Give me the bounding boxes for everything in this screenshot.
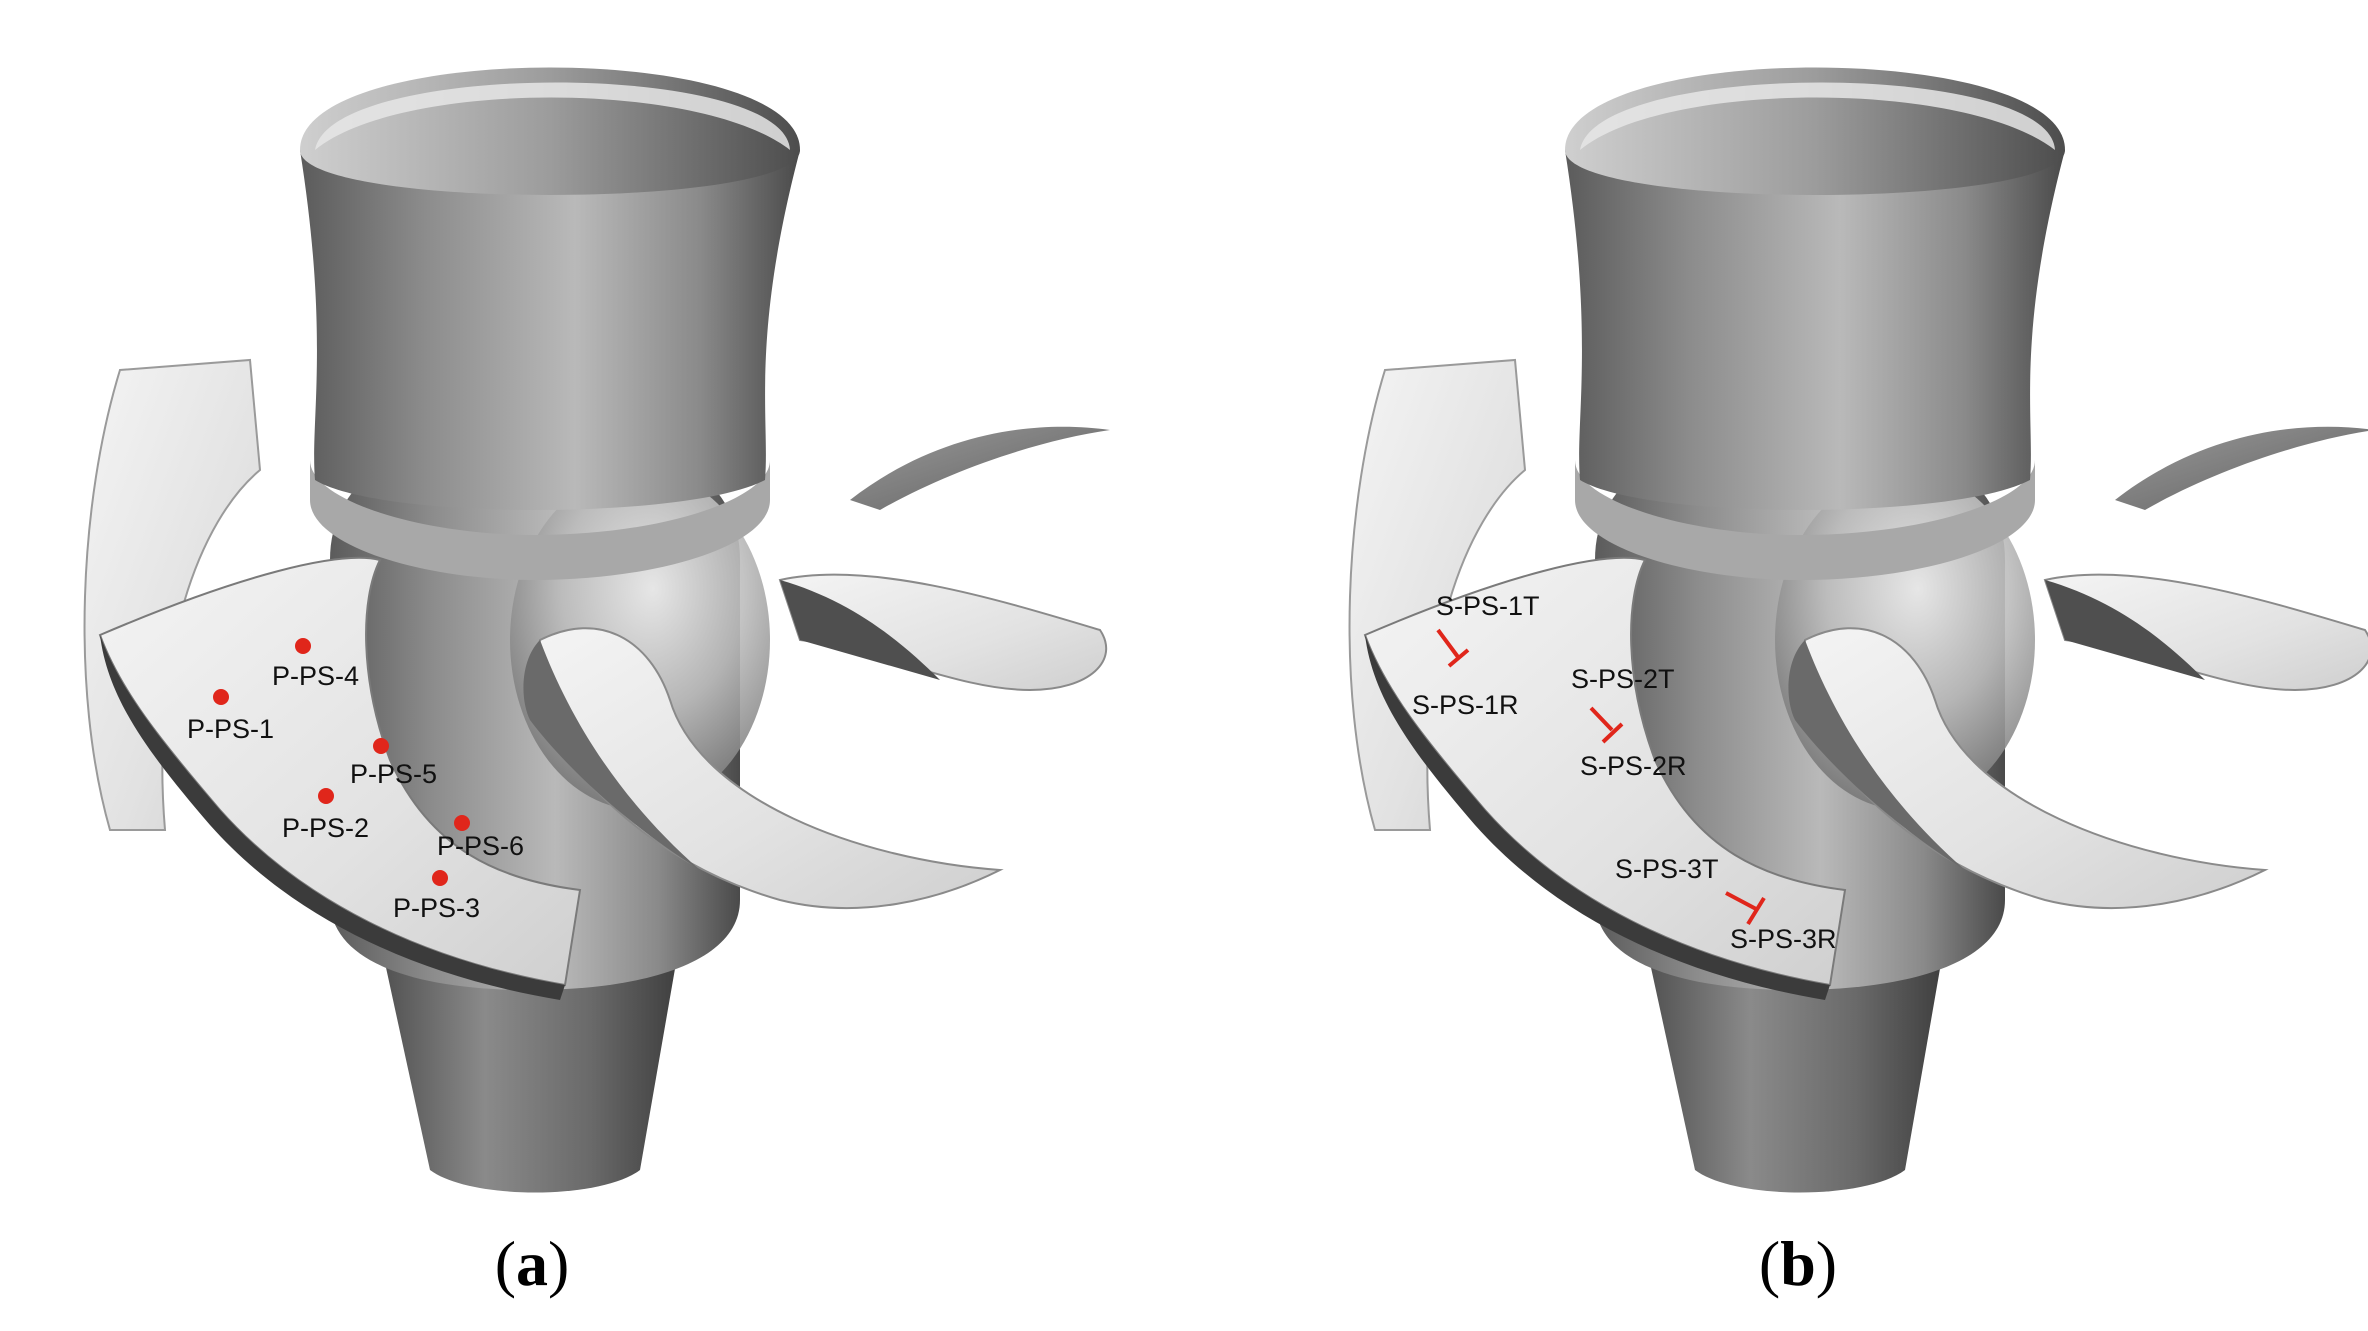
gauge-label-s-ps-3t: S-PS-3T	[1615, 854, 1719, 884]
gauge-label-s-ps-1r: S-PS-1R	[1412, 690, 1519, 720]
sensor-dot-p-ps-2	[318, 788, 334, 804]
sensor-dot-p-ps-6	[454, 815, 470, 831]
gauge-label-s-ps-2r: S-PS-2R	[1580, 751, 1687, 781]
caption-a: (a)	[495, 1228, 570, 1299]
sensor-label-p-ps-3: P-PS-3	[393, 893, 480, 923]
sensor-label-p-ps-1: P-PS-1	[187, 714, 274, 744]
sensor-dot-p-ps-5	[373, 738, 389, 754]
gauge-mark-s-ps-3	[1725, 891, 1766, 926]
gauge-mark-s-ps-2	[1589, 706, 1624, 744]
gauge-label-s-ps-3r: S-PS-3R	[1730, 924, 1837, 954]
sensor-dot-p-ps-1	[213, 689, 229, 705]
gauge-mark-s-ps-1	[1436, 628, 1470, 668]
sensor-label-p-ps-6: P-PS-6	[437, 831, 524, 861]
sensor-label-p-ps-2: P-PS-2	[282, 813, 369, 843]
panel-b: S-PS-1T S-PS-1R S-PS-2T S-PS-2R S-PS-3T …	[1348, 66, 2368, 1299]
turbine-runner-b	[1348, 66, 2368, 1194]
sensor-dot-p-ps-4	[295, 638, 311, 654]
gauge-label-s-ps-1t: S-PS-1T	[1436, 591, 1540, 621]
gauge-label-s-ps-2t: S-PS-2T	[1571, 664, 1675, 694]
caption-b: (b)	[1759, 1228, 1837, 1299]
sensor-label-p-ps-5: P-PS-5	[350, 759, 437, 789]
sensor-dot-p-ps-3	[432, 870, 448, 886]
pressure-sensors: P-PS-1 P-PS-2 P-PS-3 P-PS-4 P-PS-5 P-PS-…	[187, 638, 524, 923]
strain-gauges: S-PS-1T S-PS-1R S-PS-2T S-PS-2R S-PS-3T …	[1412, 591, 1837, 954]
turbine-runner-a	[83, 66, 1112, 1194]
panel-a: P-PS-1 P-PS-2 P-PS-3 P-PS-4 P-PS-5 P-PS-…	[83, 66, 1112, 1299]
sensor-label-p-ps-4: P-PS-4	[272, 661, 359, 691]
